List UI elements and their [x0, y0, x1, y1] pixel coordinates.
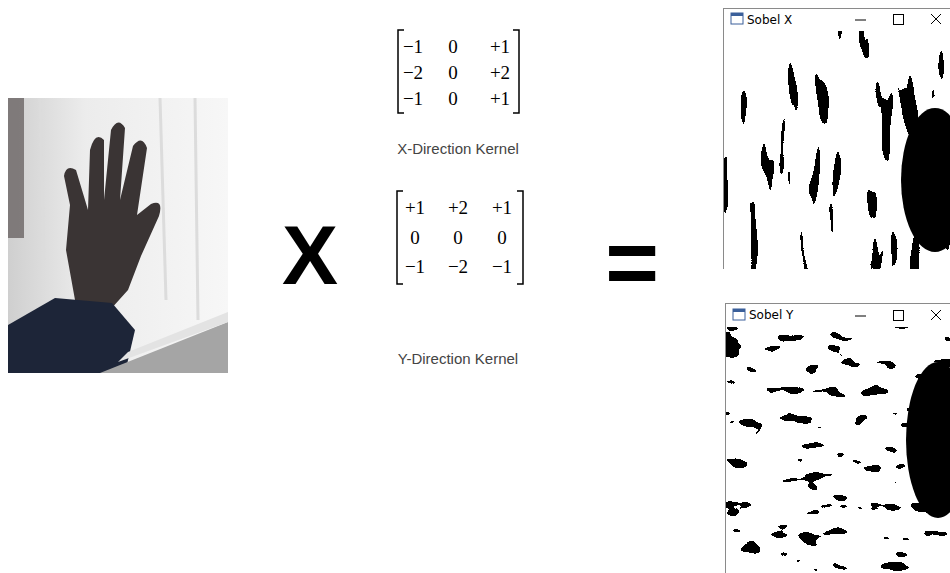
kernel-caption: Y-Direction Kernel	[398, 351, 518, 366]
matrix-cell: 0	[453, 228, 463, 247]
matrix-cell: 0	[497, 228, 507, 247]
image-window: Sobel Y	[725, 303, 950, 573]
matrix-cell: +2	[490, 63, 510, 82]
matrix-cell: −1	[403, 37, 423, 56]
matrix-cell: 0	[448, 89, 458, 108]
window-icon	[731, 13, 743, 16]
window-title: Sobel X	[747, 13, 792, 27]
matrix-cell: −1	[403, 89, 423, 108]
dark-region	[906, 362, 950, 518]
maximize-icon	[894, 15, 904, 25]
matrix-cell: −2	[403, 63, 423, 82]
photo-ground	[8, 98, 228, 373]
table	[100, 322, 228, 373]
kernel-caption: X-Direction Kernel	[397, 141, 519, 156]
hand-photo	[8, 98, 228, 373]
bracket-right	[517, 191, 523, 284]
window-title: Sobel Y	[749, 308, 793, 322]
bracket-left	[397, 191, 403, 284]
dark-region	[901, 108, 950, 252]
window-icon	[733, 309, 745, 312]
hand-silhouette	[64, 122, 160, 310]
equals-sign: =	[605, 216, 659, 308]
close-icon	[931, 14, 941, 24]
minimize-icon	[855, 316, 866, 317]
window-icon	[733, 309, 745, 320]
matrix-cell: 0	[410, 228, 420, 247]
matrix-cell: 0	[448, 37, 458, 56]
matrix-cell: +1	[490, 37, 510, 56]
matrix-cell: 0	[448, 63, 458, 82]
matrix-cell: +1	[405, 198, 425, 217]
matrix-cell: −1	[492, 257, 512, 276]
maximize-icon	[894, 311, 904, 321]
table-edge	[118, 312, 228, 362]
window-chrome	[724, 9, 950, 270]
matrix-cell: +1	[490, 89, 510, 108]
matrix-brackets	[397, 30, 523, 284]
multiply-sign: X	[282, 213, 338, 297]
matrix-cell: −2	[448, 257, 468, 276]
sleeve	[8, 298, 135, 373]
minimize-icon	[855, 20, 866, 21]
matrix-cell: +1	[492, 198, 512, 217]
photo-edge	[8, 98, 24, 238]
window-chrome	[726, 304, 950, 573]
window-icon	[731, 13, 743, 24]
close-icon	[931, 310, 941, 320]
curtain-fold	[40, 98, 198, 320]
matrix-cell: −1	[405, 257, 425, 276]
bracket-right	[513, 30, 519, 113]
matrix-cell: +2	[448, 198, 468, 217]
image-window: Sobel X	[723, 8, 950, 269]
